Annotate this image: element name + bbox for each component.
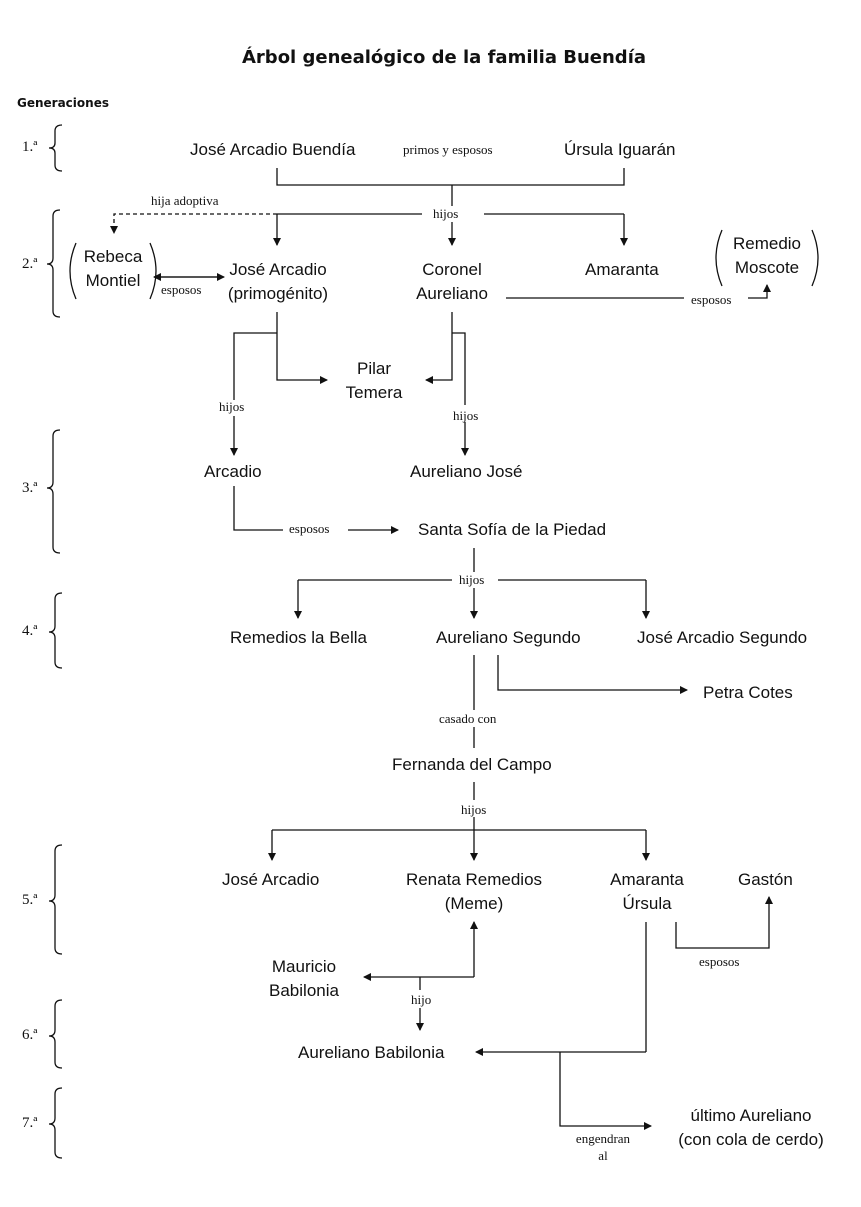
person-jose-arcadio-gen5: José Arcadio	[222, 870, 320, 889]
person-gaston: Gastón	[738, 870, 793, 889]
person-amaranta: Amaranta	[585, 260, 659, 279]
relation-hijos-jose-arcadio: hijos	[219, 399, 245, 414]
generation-label-7: 7.ª	[22, 1115, 38, 1131]
person-jose-arcadio-segundo: José Arcadio Segundo	[637, 628, 808, 647]
person-aureliano-babilonia: Aureliano Babilonia	[298, 1043, 445, 1062]
relation-hijo: hijo	[411, 992, 432, 1007]
brace-gen-4	[48, 592, 63, 669]
relation-hijos-gen3: hijos	[456, 572, 488, 588]
relation-hijos-gen4: hijos	[461, 802, 487, 817]
relation-esposos-remedio: esposos	[691, 292, 732, 307]
paren-rebeca-right	[149, 242, 157, 300]
brace-gen-7	[48, 1087, 63, 1159]
person-renata-remedios: Renata Remedios(Meme)	[405, 870, 543, 913]
paren-rebeca-left	[69, 242, 77, 300]
brace-gen-3	[46, 429, 61, 554]
brace-gen-6	[48, 999, 63, 1069]
person-ursula-iguaran: Úrsula Iguarán	[564, 140, 676, 159]
person-fernanda-del-campo: Fernanda del Campo	[392, 755, 552, 774]
relation-esposos-gaston: esposos	[699, 954, 740, 969]
person-santa-sofia: Santa Sofía de la Piedad	[418, 520, 607, 539]
relation-primos-y-esposos: primos y esposos	[403, 142, 493, 157]
diagram-title: Árbol genealógico de la familia Buendía	[242, 47, 647, 68]
generation-label-5: 5.ª	[22, 892, 38, 908]
generation-label-4: 4.ª	[22, 623, 38, 639]
line-gen1-couple	[276, 168, 625, 186]
person-jose-arcadio-buendia: José Arcadio Buendía	[190, 140, 356, 159]
generation-label-6: 6.ª	[22, 1027, 38, 1043]
relation-esposos-rebeca: esposos	[161, 282, 202, 297]
paren-remedio-left	[715, 229, 723, 287]
relation-hija-adoptiva: hija adoptiva	[148, 193, 222, 209]
paren-remedio-right	[811, 229, 819, 287]
generations-heading: Generaciones	[17, 96, 109, 110]
brace-gen-5	[48, 844, 63, 955]
line-hija-adoptiva	[110, 213, 277, 234]
brace-gen-1	[48, 124, 63, 172]
relation-esposos-arcadio: esposos	[289, 521, 330, 536]
person-arcadio: Arcadio	[204, 462, 262, 481]
brace-gen-2	[46, 209, 61, 318]
relation-casado-con: casado con	[439, 711, 497, 726]
person-jose-arcadio-primogenito: José Arcadio(primogénito)	[227, 260, 329, 303]
person-petra-cotes: Petra Cotes	[703, 683, 793, 702]
person-aureliano-jose: Aureliano José	[410, 462, 523, 481]
person-ultimo-aureliano: último Aureliano(con cola de cerdo)	[678, 1106, 824, 1149]
relation-hijos-aureliano: hijos	[453, 408, 479, 423]
generation-label-2: 2.ª	[22, 256, 38, 272]
generation-label-3: 3.ª	[22, 480, 38, 496]
person-remedios-la-bella: Remedios la Bella	[230, 628, 368, 647]
generation-label-1: 1.ª	[22, 139, 38, 155]
relation-hijos-gen1: hijos	[430, 206, 462, 222]
person-aureliano-segundo: Aureliano Segundo	[436, 628, 581, 647]
